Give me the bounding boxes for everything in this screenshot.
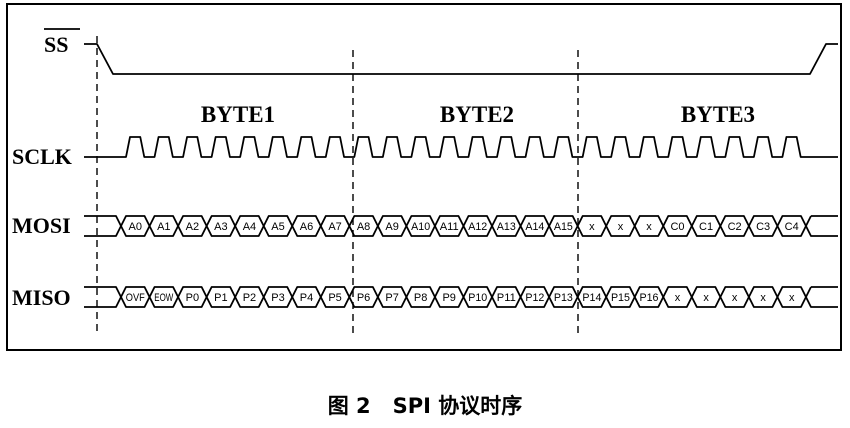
sclk-waveform <box>84 136 838 158</box>
miso-bit-label: P2 <box>243 292 256 304</box>
miso-bit-label: P11 <box>497 292 516 304</box>
mosi-bit-label: A6 <box>300 221 313 233</box>
mosi-bit-label: A7 <box>328 221 341 233</box>
miso-label: MISO <box>12 285 71 310</box>
mosi-bit-label: A5 <box>271 221 284 233</box>
miso-bit-label: P0 <box>186 292 199 304</box>
mosi-bit-label: A4 <box>243 221 256 233</box>
miso-bit-label: x <box>760 292 766 304</box>
miso-bit-label: x <box>789 292 795 304</box>
miso-lead-line <box>84 286 122 308</box>
ss-waveform <box>84 43 838 75</box>
miso-bit-label: P8 <box>414 292 427 304</box>
miso-bit-label: P7 <box>385 292 398 304</box>
byte1-label: BYTE1 <box>201 102 275 127</box>
mosi-bit-label: A0 <box>129 221 142 233</box>
mosi-bit-label: x <box>589 221 595 233</box>
mosi-bit-label: A11 <box>440 221 459 233</box>
miso-bit-label: x <box>732 292 738 304</box>
mosi-lead-line <box>84 215 122 237</box>
mosi-bit-label: A10 <box>411 221 430 233</box>
mosi-bit-label: x <box>618 221 624 233</box>
miso-bit-label: P3 <box>271 292 284 304</box>
miso-bit-label: P6 <box>357 292 370 304</box>
mosi-label: MOSI <box>12 213 71 238</box>
mosi-bit-label: A15 <box>554 221 573 233</box>
mosi-bit-label: A13 <box>497 221 516 233</box>
byte3-label: BYTE3 <box>681 102 755 127</box>
mosi-bit-label: C2 <box>728 221 742 233</box>
figure-caption: 图 2 SPI 协议时序 <box>328 394 523 418</box>
miso-bus: OVF EOW P0 P1 P2 P3 P4 P5 P6 P7 P8 P9 P10 P11 P12 P13 P1… <box>84 286 838 308</box>
miso-bit-label: x <box>703 292 709 304</box>
sclk-label: SCLK <box>12 144 72 169</box>
mosi-bit-label: C1 <box>699 221 713 233</box>
mosi-bit-label: C4 <box>785 221 799 233</box>
miso-bit-label: P16 <box>639 292 658 304</box>
mosi-bit-label: x <box>646 221 652 233</box>
miso-bit-label: P14 <box>582 292 601 304</box>
mosi-tail-line <box>805 215 838 237</box>
miso-bit-label: P10 <box>468 292 487 304</box>
miso-tail-line <box>805 286 838 308</box>
mosi-bit-label: A2 <box>186 221 199 233</box>
mosi-bit-label: A9 <box>385 221 398 233</box>
byte2-label: BYTE2 <box>440 102 514 127</box>
mosi-bus: A0 A1 A2 A3 A4 A5 A6 A7 A8 A9 A10 A11 A12 A13 A14 A15 x x… <box>84 215 838 237</box>
miso-bit-label: P15 <box>611 292 630 304</box>
miso-bit-label: P1 <box>214 292 227 304</box>
miso-bit-label: P13 <box>554 292 573 304</box>
mosi-bit-label: A1 <box>157 221 170 233</box>
mosi-bit-label: A12 <box>468 221 487 233</box>
mosi-bit-label: C0 <box>670 221 684 233</box>
mosi-bit-label: A14 <box>525 221 544 233</box>
diagram-frame <box>6 3 842 351</box>
miso-bit-label: P5 <box>328 292 341 304</box>
miso-bit-label: EOW <box>154 292 173 304</box>
mosi-bit-label: A8 <box>357 221 370 233</box>
mosi-bit-label: A3 <box>214 221 227 233</box>
miso-bit-label: OVF <box>126 292 145 304</box>
mosi-bit-label: C3 <box>756 221 770 233</box>
ss-label: SS <box>44 32 68 57</box>
miso-bit-label: P9 <box>442 292 455 304</box>
miso-bit-label: P12 <box>525 292 544 304</box>
miso-bit-label: P4 <box>300 292 313 304</box>
miso-bit-label: x <box>675 292 681 304</box>
